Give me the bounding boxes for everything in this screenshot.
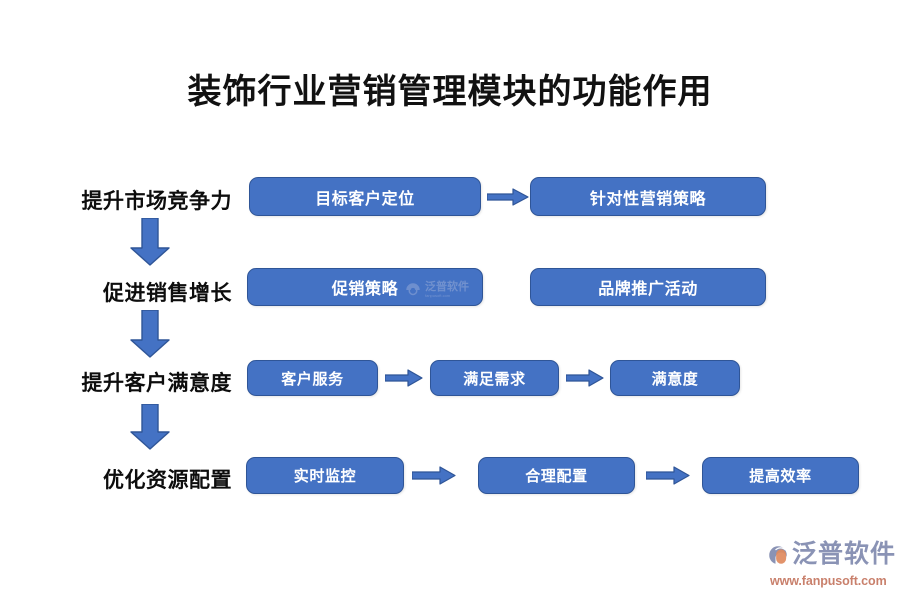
logo-url-text: www.fanpusoft.com (770, 573, 887, 588)
row-label-4: 优化资源配置 (103, 469, 232, 492)
node-rational-allocation[interactable]: 合理配置 (478, 457, 635, 494)
row-label-2: 促进销售增长 (103, 282, 232, 305)
node-realtime-monitoring[interactable]: 实时监控 (246, 457, 404, 494)
arrow-right-icon-r3c2 (566, 369, 604, 387)
row-label-3: 提升客户满意度 (81, 372, 232, 395)
node-improve-efficiency[interactable]: 提高效率 (702, 457, 859, 494)
node-target-customer-positioning[interactable]: 目标客户定位 (249, 177, 481, 216)
arrow-down-icon-1 (130, 218, 170, 266)
node-promotion-strategy[interactable]: 促销策略 (247, 268, 483, 306)
node-satisfaction[interactable]: 满意度 (610, 360, 740, 396)
arrow-right-icon-r3c1 (385, 369, 423, 387)
node-meet-demand[interactable]: 满足需求 (430, 360, 559, 396)
node-brand-promotion-activity[interactable]: 品牌推广活动 (530, 268, 766, 306)
logo-mark-icon (769, 545, 787, 564)
arrow-right-icon-r4c1 (412, 466, 456, 485)
logo-name-text: 泛普软件 (791, 540, 896, 568)
arrow-right-icon-r4c2 (646, 466, 690, 485)
page-title: 装饰行业营销管理模块的功能作用 (187, 73, 713, 111)
node-customer-service[interactable]: 客户服务 (247, 360, 378, 396)
row-label-1: 提升市场竞争力 (81, 190, 232, 213)
arrow-down-icon-2 (130, 310, 170, 358)
company-logo: 泛普软件 www.fanpusoft.com (768, 535, 896, 591)
arrow-right-icon-r1c1 (487, 188, 529, 206)
arrow-down-icon-3 (130, 404, 170, 450)
node-targeted-marketing-strategy[interactable]: 针对性营销策略 (530, 177, 766, 216)
